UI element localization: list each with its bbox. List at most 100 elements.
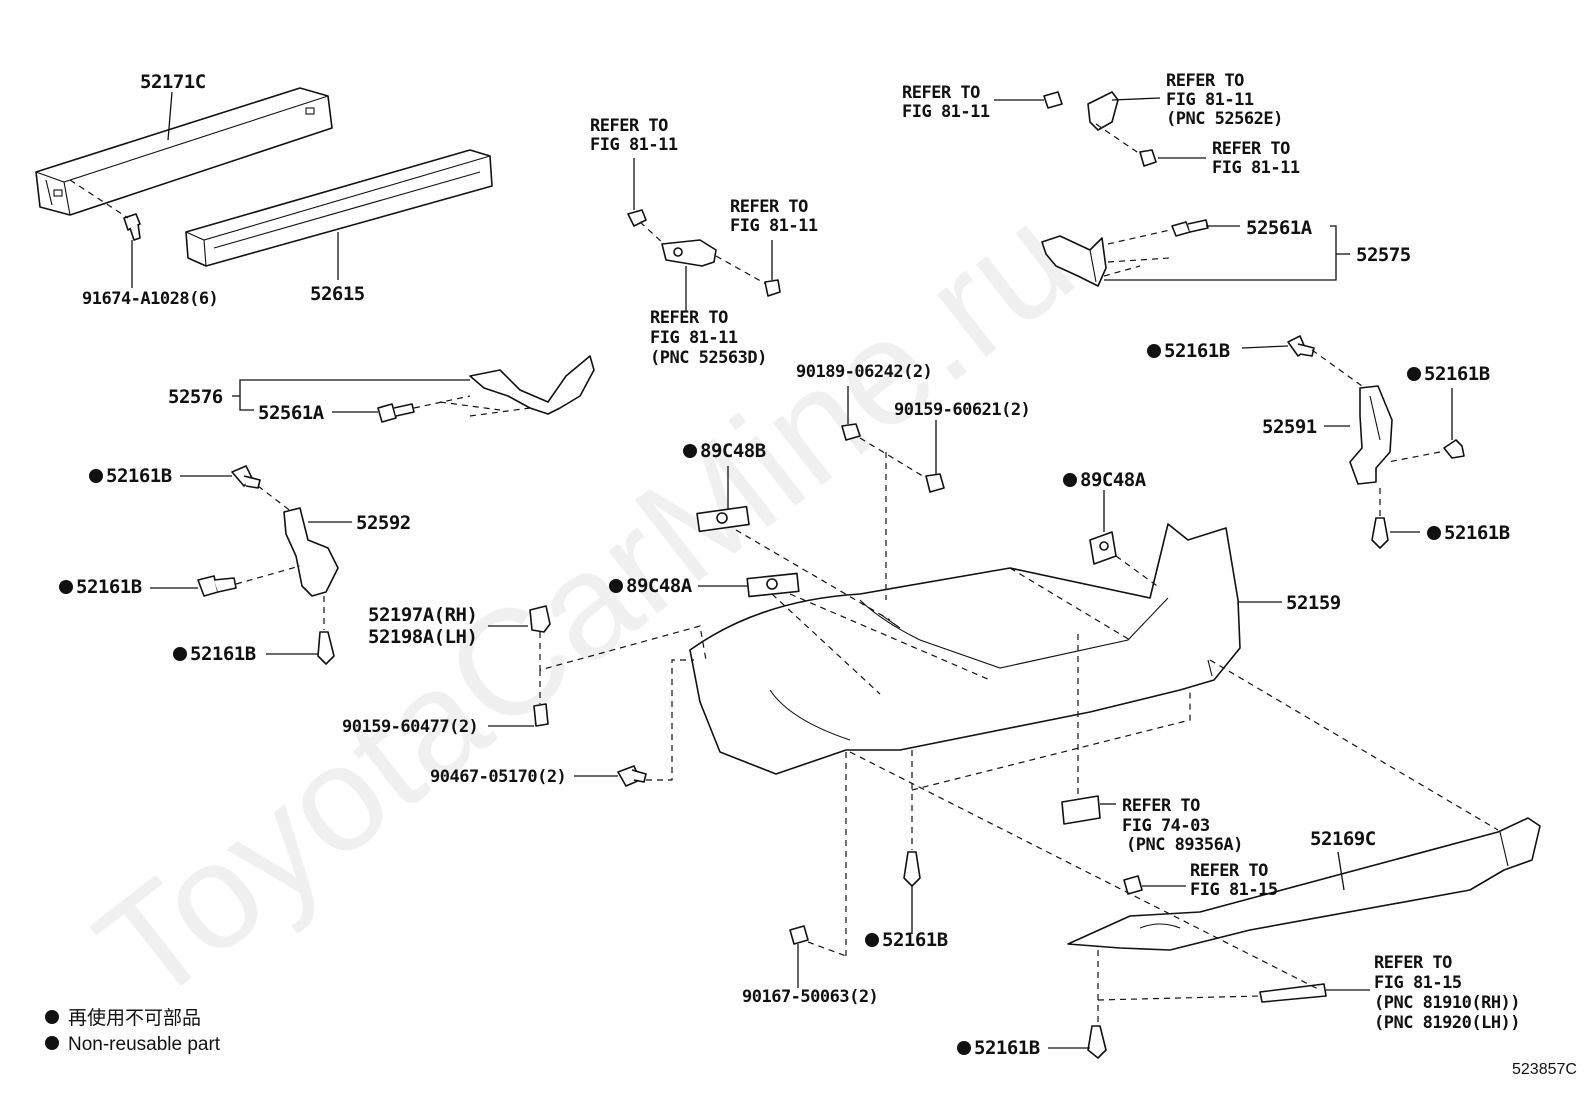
nut-refer-d[interactable] <box>1043 91 1063 109</box>
label-52161B-r1: 52161B <box>1164 340 1230 362</box>
legend: 再使用不可部品 Non-reusable part <box>45 1007 221 1055</box>
non-reusable-mark <box>59 580 73 594</box>
label-refer-f-1: REFER TO <box>1212 139 1290 159</box>
label-refer-c-2: FIG 81-11 <box>650 328 738 348</box>
label-52159: 52159 <box>1286 592 1341 614</box>
clip-52161B-r2[interactable] <box>1443 439 1465 459</box>
label-refer-a-2: FIG 81-11 <box>590 135 678 155</box>
clip-refer-a[interactable] <box>627 209 647 227</box>
non-reusable-mark <box>683 444 697 458</box>
clip-90189[interactable] <box>841 423 861 441</box>
label-52198A: 52198A(LH) <box>368 626 477 648</box>
label-90159-60621: 90159-60621(2) <box>894 400 1030 420</box>
label-52161B-center: 52161B <box>882 929 948 951</box>
bumper-side-retainer-lh[interactable] <box>283 507 339 597</box>
label-refer-i-3: (PNC 81910(RH)) <box>1374 993 1520 1013</box>
bumper-side-retainer-rh[interactable] <box>1349 385 1393 485</box>
label-52161B-l3: 52161B <box>190 643 256 665</box>
rear-bumper-side-bracket-rh[interactable] <box>1041 235 1107 287</box>
clip-52161B-l1[interactable] <box>231 465 261 489</box>
non-reusable-mark <box>1407 367 1421 381</box>
label-89C48A-rh: 89C48A <box>1080 469 1147 491</box>
label-90167: 90167-50063(2) <box>742 987 878 1007</box>
label-52575: 52575 <box>1356 244 1411 266</box>
rear-bumper-lower-spoiler[interactable] <box>1067 817 1541 951</box>
label-52161B-bottom: 52161B <box>974 1037 1040 1059</box>
label-52161B-r2: 52161B <box>1424 363 1490 385</box>
nut-refer-h[interactable] <box>1123 875 1143 895</box>
sensor-retainer-89C48B[interactable] <box>696 505 750 533</box>
sensor-retainer-89C48A-c[interactable] <box>746 572 800 598</box>
rear-bumper-side-bracket-lh[interactable] <box>469 355 595 415</box>
bolt-91674[interactable] <box>123 213 141 241</box>
non-reusable-mark <box>1147 344 1161 358</box>
clip-52161B-l2[interactable] <box>197 575 237 597</box>
label-refer-i-1: REFER TO <box>1374 953 1452 973</box>
label-52561A-lh: 52561A <box>258 402 325 424</box>
clip-52161B-r1[interactable] <box>1287 335 1315 357</box>
screw-52561A-rh[interactable] <box>1171 219 1209 237</box>
label-52576: 52576 <box>168 386 223 408</box>
label-refer-d-2: FIG 81-11 <box>902 102 990 122</box>
label-91674: 91674-A1028(6) <box>82 289 218 309</box>
label-refer-i-4: (PNC 81920(LH)) <box>1374 1013 1520 1033</box>
label-refer-d-1: REFER TO <box>902 83 980 103</box>
clip-90467[interactable] <box>617 765 647 787</box>
screw-90167[interactable] <box>789 925 809 945</box>
clip-52161B-b[interactable] <box>1087 1025 1107 1059</box>
screw-refer-b[interactable] <box>764 279 781 297</box>
figure-code: 523857C <box>1512 1061 1577 1078</box>
non-reusable-mark <box>957 1041 971 1055</box>
label-52169C: 52169C <box>1310 828 1376 850</box>
non-reusable-mark <box>609 579 623 593</box>
label-52161B-l2: 52161B <box>76 576 142 598</box>
non-reusable-mark <box>1063 473 1077 487</box>
bumper-energy-absorber[interactable] <box>185 149 493 267</box>
rear-bumper-reinforcement[interactable] <box>35 87 333 216</box>
leader-lines <box>69 91 1499 1049</box>
label-52591: 52591 <box>1262 416 1317 438</box>
sensor-retainer-89C48A-r[interactable] <box>1089 531 1117 565</box>
label-refer-b-1: REFER TO <box>730 197 808 217</box>
label-89C48B: 89C48B <box>700 440 766 462</box>
label-90159-60477: 90159-60477(2) <box>342 717 478 737</box>
label-90467: 90467-05170(2) <box>430 767 566 787</box>
label-refer-g-1: REFER TO <box>1122 796 1200 816</box>
screw-52561A-lh[interactable] <box>377 403 415 423</box>
label-refer-i-2: FIG 81-15 <box>1374 973 1462 993</box>
label-refer-h-1: REFER TO <box>1190 861 1268 881</box>
label-refer-a-1: REFER TO <box>590 116 668 136</box>
label-52171C: 52171C <box>140 71 206 93</box>
non-reusable-mark <box>1427 526 1441 540</box>
screw-90159-60621[interactable] <box>925 473 945 493</box>
clip-52161B-c[interactable] <box>903 851 921 887</box>
legend-japanese: 再使用不可部品 <box>68 1007 201 1029</box>
clip-52161B-l3[interactable] <box>317 631 335 665</box>
label-refer-f-2: FIG 81-11 <box>1212 158 1300 178</box>
label-refer-h-2: FIG 81-15 <box>1190 880 1278 900</box>
label-refer-e-3: (PNC 52562E) <box>1166 109 1283 129</box>
bracket-refer-e[interactable] <box>1087 91 1119 131</box>
side-retainer-bracket[interactable] <box>661 239 717 267</box>
label-refer-e-2: FIG 81-11 <box>1166 90 1254 110</box>
screw-90159-60477[interactable] <box>533 703 549 727</box>
clip-52161B-r3[interactable] <box>1371 517 1389 549</box>
label-refer-c-1: REFER TO <box>650 308 728 328</box>
screw-refer-f[interactable] <box>1139 149 1157 167</box>
label-refer-e-1: REFER TO <box>1166 71 1244 91</box>
label-refer-b-2: FIG 81-11 <box>730 216 818 236</box>
label-52161B-l1: 52161B <box>106 465 172 487</box>
non-reusable-mark <box>865 933 879 947</box>
bumper-stay-52197A[interactable] <box>529 605 551 633</box>
rear-bumper-cover[interactable] <box>689 523 1241 775</box>
label-52615: 52615 <box>310 283 365 305</box>
reflector-refer-g[interactable] <box>1061 795 1101 825</box>
label-refer-g-3: (PNC 89356A) <box>1126 835 1243 855</box>
reflector-refer-i[interactable] <box>1259 983 1327 1003</box>
label-52561A-rh: 52561A <box>1246 217 1313 239</box>
non-reusable-mark <box>89 469 103 483</box>
label-52197A: 52197A(RH) <box>368 604 477 626</box>
label-52161B-r3: 52161B <box>1444 522 1510 544</box>
label-89C48A-center: 89C48A <box>626 575 693 597</box>
